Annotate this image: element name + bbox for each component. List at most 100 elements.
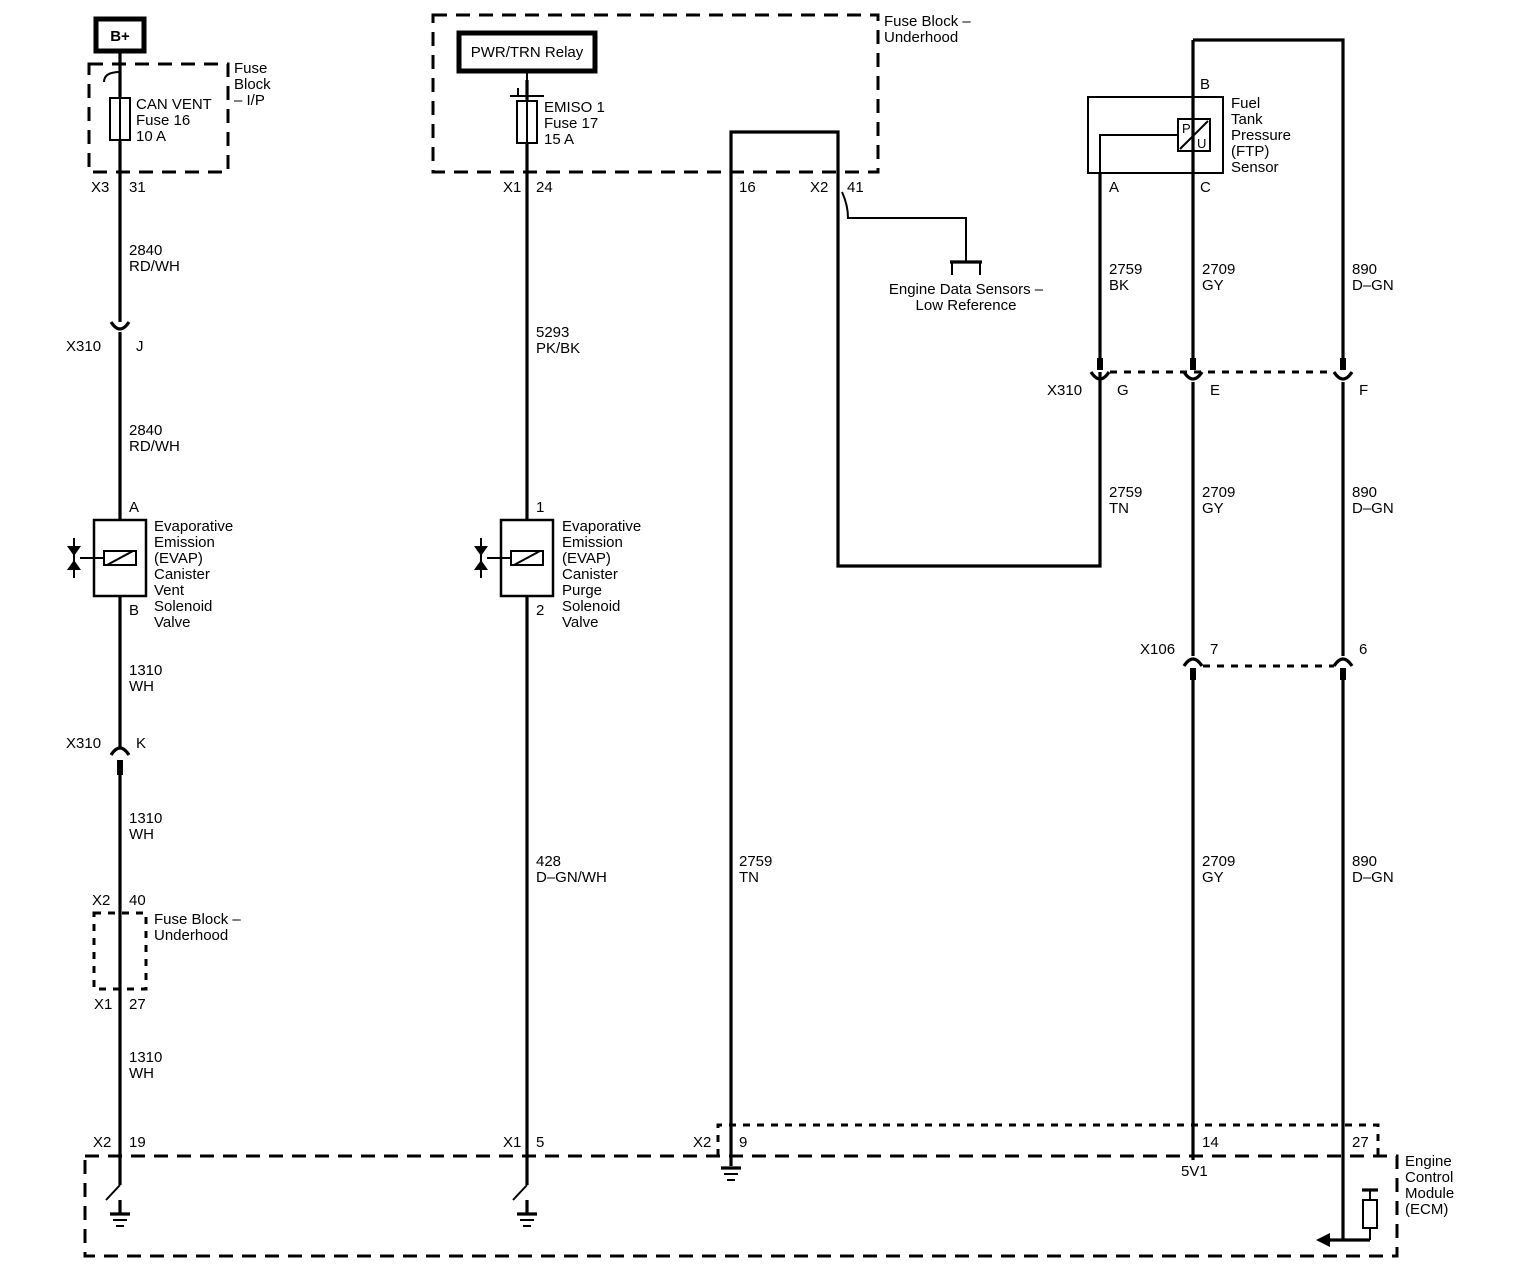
svg-text:GY: GY (1202, 500, 1224, 517)
svg-text:Valve: Valve (562, 614, 598, 631)
svg-text:14: 14 (1202, 1134, 1219, 1151)
fuse-block-underhood-bottom: X2 40 Fuse Block – Underhood X1 27 (92, 892, 241, 1013)
svg-text:Pressure: Pressure (1231, 127, 1291, 144)
wire-label-2759-tn-b: 2759 TN (739, 853, 772, 886)
wire-label-2840-b: 2840 RD/WH (129, 422, 180, 455)
svg-text:X106: X106 (1140, 641, 1175, 658)
svg-text:B: B (1200, 76, 1210, 93)
wire-label-2709-a: 2709 GY (1202, 261, 1235, 294)
svg-text:BK: BK (1109, 277, 1129, 294)
svg-text:Sensor: Sensor (1231, 159, 1279, 176)
pwr-trn-relay: PWR/TRN Relay (456, 30, 598, 74)
svg-text:X2: X2 (693, 1134, 711, 1151)
svg-text:2759: 2759 (1109, 484, 1142, 501)
svg-text:D–GN: D–GN (1352, 500, 1394, 517)
wire-label-1310-b: 1310 WH (129, 810, 162, 843)
ecm-switch-vent (105, 1184, 130, 1227)
bplus-terminal: B+ (93, 16, 147, 54)
svg-text:PK/BK: PK/BK (536, 340, 580, 357)
svg-text:TN: TN (739, 869, 759, 886)
connector-x310-k: X310 K (66, 735, 146, 775)
svg-text:D–GN/WH: D–GN/WH (536, 869, 607, 886)
svg-text:X2: X2 (92, 892, 110, 909)
wire-label-2759-bk: 2759 BK (1109, 261, 1142, 294)
svg-text:1: 1 (536, 499, 544, 516)
svg-text:19: 19 (129, 1134, 146, 1151)
svg-text:Underhood: Underhood (884, 29, 958, 46)
svg-text:(ECM): (ECM) (1405, 1201, 1448, 1218)
svg-text:C: C (1200, 179, 1211, 196)
svg-text:Emission: Emission (154, 534, 215, 551)
svg-text:X310: X310 (66, 735, 101, 752)
evap-vent-solenoid-label: Evaporative Emission (EVAP) Canister Ven… (154, 518, 233, 631)
svg-text:G: G (1117, 382, 1129, 399)
evap-purge-solenoid-label: Evaporative Emission (EVAP) Canister Pur… (562, 518, 641, 631)
svg-text:1310: 1310 (129, 662, 162, 679)
svg-text:Engine: Engine (1405, 1153, 1452, 1170)
svg-text:Evaporative: Evaporative (562, 518, 641, 535)
svg-text:Fuse Block –: Fuse Block – (884, 13, 971, 30)
ftp-sensor: P U B A C (1087, 76, 1224, 196)
svg-text:24: 24 (536, 179, 553, 196)
svg-text:2: 2 (536, 602, 544, 619)
svg-text:X3: X3 (91, 179, 109, 196)
svg-text:Canister: Canister (562, 566, 618, 583)
ftp-sensor-label: Fuel Tank Pressure (FTP) Sensor (1231, 95, 1291, 176)
svg-text:16: 16 (739, 179, 756, 196)
svg-text:2840: 2840 (129, 242, 162, 259)
fuse-can-vent-label: CAN VENT Fuse 16 10 A (136, 96, 212, 145)
svg-text:2709: 2709 (1202, 484, 1235, 501)
svg-text:Solenoid: Solenoid (562, 598, 620, 615)
svg-text:27: 27 (129, 996, 146, 1013)
wire-2759-tn-loop (729, 130, 1102, 1166)
svg-text:2840: 2840 (129, 422, 162, 439)
svg-text:Block: Block (234, 76, 271, 93)
svg-text:Solenoid: Solenoid (154, 598, 212, 615)
svg-text:(FTP): (FTP) (1231, 143, 1269, 160)
svg-text:Tank: Tank (1231, 111, 1263, 128)
svg-text:P: P (1182, 121, 1191, 136)
connector-x106: X106 7 6 (1140, 641, 1367, 680)
svg-text:X1: X1 (94, 996, 112, 1013)
svg-text:– I/P: – I/P (234, 92, 265, 109)
svg-text:1310: 1310 (129, 1049, 162, 1066)
evap-vent-solenoid: A B (67, 499, 148, 619)
svg-text:B+: B+ (110, 28, 130, 45)
svg-text:Evaporative: Evaporative (154, 518, 233, 535)
svg-text:CAN VENT: CAN VENT (136, 96, 212, 113)
wire-label-890-a: 890 D–GN (1352, 261, 1394, 294)
svg-text:F: F (1359, 382, 1368, 399)
svg-text:Fuse 16: Fuse 16 (136, 112, 190, 129)
svg-text:WH: WH (129, 826, 154, 843)
ecm-signal-input (1316, 1188, 1378, 1247)
svg-text:X2: X2 (93, 1134, 111, 1151)
fuse-emiso1-label: EMISO 1 Fuse 17 15 A (544, 99, 605, 148)
svg-text:9: 9 (739, 1134, 747, 1151)
wire-label-890-b: 890 D–GN (1352, 484, 1394, 517)
svg-text:EMISO 1: EMISO 1 (544, 99, 605, 116)
connector-x310-j: X310 J (66, 321, 144, 355)
svg-text:890: 890 (1352, 853, 1377, 870)
svg-text:5: 5 (536, 1134, 544, 1151)
svg-text:TN: TN (1109, 500, 1129, 517)
svg-text:X2: X2 (810, 179, 828, 196)
svg-text:RD/WH: RD/WH (129, 258, 180, 275)
svg-text:15 A: 15 A (544, 131, 574, 148)
wire-label-428: 428 D–GN/WH (536, 853, 607, 886)
connector-x310-gef: X310 G E F (1047, 358, 1368, 399)
svg-text:U: U (1197, 136, 1206, 151)
svg-text:(EVAP): (EVAP) (562, 550, 611, 567)
wire-label-890-c: 890 D–GN (1352, 853, 1394, 886)
svg-text:D–GN: D–GN (1352, 277, 1394, 294)
svg-text:Underhood: Underhood (154, 927, 228, 944)
svg-text:Valve: Valve (154, 614, 190, 631)
svg-text:890: 890 (1352, 261, 1377, 278)
svg-text:WH: WH (129, 1065, 154, 1082)
svg-text:Control: Control (1405, 1169, 1453, 1186)
svg-text:PWR/TRN Relay: PWR/TRN Relay (471, 44, 584, 61)
svg-text:X1: X1 (503, 1134, 521, 1151)
svg-text:Emission: Emission (562, 534, 623, 551)
fuse-block-ip: Fuse Block – I/P (87, 60, 271, 174)
svg-text:2709: 2709 (1202, 261, 1235, 278)
svg-text:Fuel: Fuel (1231, 95, 1260, 112)
